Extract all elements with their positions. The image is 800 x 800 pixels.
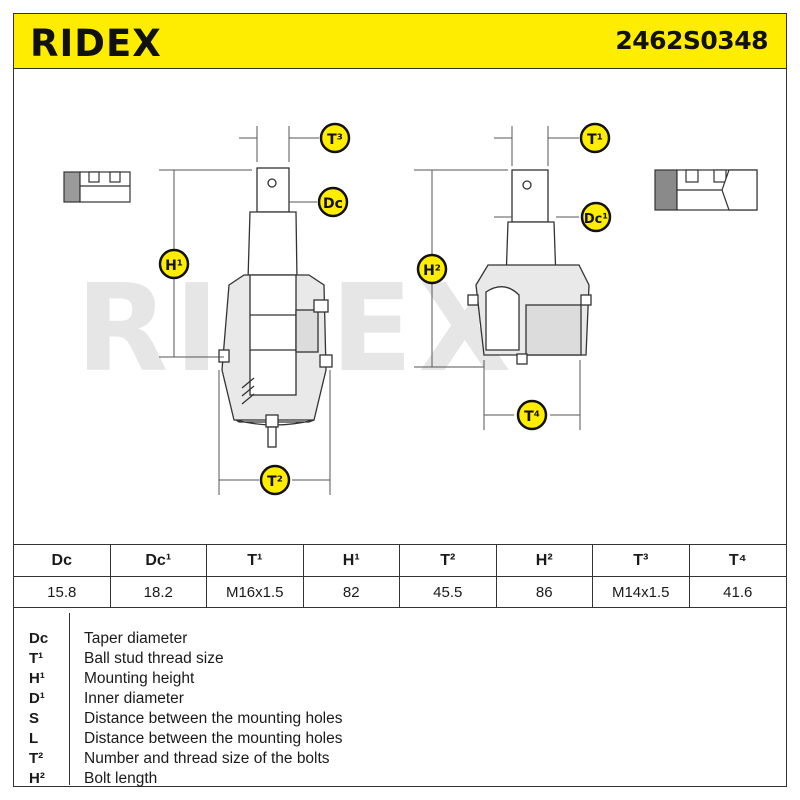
- legend-code: Dc: [29, 630, 49, 647]
- spec-header: H¹: [303, 545, 400, 577]
- ridex-logo: RIDEX: [30, 22, 162, 62]
- legend-desc: Bolt length: [84, 770, 158, 787]
- castle-nut-left-illustration: [63, 171, 131, 203]
- label-t3-text: T³: [327, 132, 343, 148]
- header-bar: RIDEX 2462S0348: [14, 14, 786, 69]
- legend-desc: Mounting height: [84, 670, 195, 687]
- spec-header: T¹: [207, 545, 304, 577]
- legend-desc: Distance between the mounting holes: [84, 730, 343, 747]
- spec-value: M14x1.5: [593, 577, 690, 608]
- specs-table: Dc Dc¹ T¹ H¹ T² H² T³ T⁴ 15.8 18.2 M16x1…: [14, 544, 786, 608]
- legend-code: D¹: [29, 690, 45, 707]
- spec-header: Dc: [14, 545, 111, 577]
- brand-logo-text: RIDEX: [30, 22, 162, 62]
- spec-value: 86: [497, 577, 593, 608]
- spec-header: Dc¹: [110, 545, 207, 577]
- spec-header: T⁴: [689, 545, 786, 577]
- spec-header: T²: [400, 545, 497, 577]
- castle-nut-right-illustration: [654, 169, 758, 211]
- label-t1: T¹: [579, 122, 611, 154]
- legend-code: H²: [29, 770, 45, 787]
- legend-code: L: [29, 730, 39, 747]
- legend-row: T¹ Ball stud thread size: [14, 650, 786, 670]
- ball-joint-left-illustration: [218, 167, 333, 448]
- spec-value: 15.8: [14, 577, 111, 608]
- label-t4: T⁴: [516, 399, 548, 431]
- label-h1: H¹: [158, 248, 190, 280]
- label-t3: T³: [319, 122, 351, 154]
- legend-desc: Number and thread size of the bolts: [84, 750, 330, 767]
- legend-row: Dc Taper diameter: [14, 630, 786, 650]
- legend-row: H² Bolt length: [14, 770, 786, 790]
- label-t1-text: T¹: [587, 132, 603, 148]
- legend-row: L Distance between the mounting holes: [14, 730, 786, 750]
- ball-joint-right-illustration: [467, 169, 592, 365]
- legend-desc: Taper diameter: [84, 630, 188, 647]
- legend-code: T¹: [29, 650, 44, 667]
- label-h1-text: H¹: [165, 258, 183, 274]
- label-dc-text: Dc: [323, 196, 343, 212]
- legend-code: H¹: [29, 670, 45, 687]
- legend-row: H¹ Mounting height: [14, 670, 786, 690]
- legend-desc: Inner diameter: [84, 690, 184, 707]
- legend: Dc Taper diameter T¹ Ball stud thread si…: [14, 608, 786, 788]
- legend-divider: [69, 613, 70, 785]
- label-h2-text: H²: [423, 263, 441, 279]
- technical-drawing: RIDEX: [63, 122, 758, 496]
- label-t4-text: T⁴: [524, 409, 540, 425]
- spec-value: 82: [304, 577, 400, 608]
- label-dc1-text: Dc¹: [584, 212, 608, 227]
- legend-row: S Distance between the mounting holes: [14, 710, 786, 730]
- label-dc1: Dc¹: [580, 201, 612, 233]
- spec-value: 18.2: [111, 577, 207, 608]
- spec-value: M16x1.5: [207, 577, 304, 608]
- label-t2: T²: [259, 464, 291, 496]
- spec-sheet: RIDEX 2462S0348 RIDEX: [13, 13, 787, 787]
- legend-desc: Distance between the mounting holes: [84, 710, 343, 727]
- spec-value: 45.5: [400, 577, 497, 608]
- spec-value: 41.6: [723, 584, 753, 601]
- legend-code: S: [29, 710, 40, 727]
- legend-row: D¹ Inner diameter: [14, 690, 786, 710]
- spec-header: H²: [496, 545, 593, 577]
- part-number: 2462S0348: [615, 26, 768, 55]
- spec-header: T³: [593, 545, 690, 577]
- legend-desc: Ball stud thread size: [84, 650, 224, 667]
- legend-code: T²: [29, 750, 44, 767]
- label-dc: Dc: [317, 186, 349, 218]
- label-t2-text: T²: [267, 474, 283, 490]
- legend-row: T² Number and thread size of the bolts: [14, 750, 786, 770]
- label-h2: H²: [416, 253, 448, 285]
